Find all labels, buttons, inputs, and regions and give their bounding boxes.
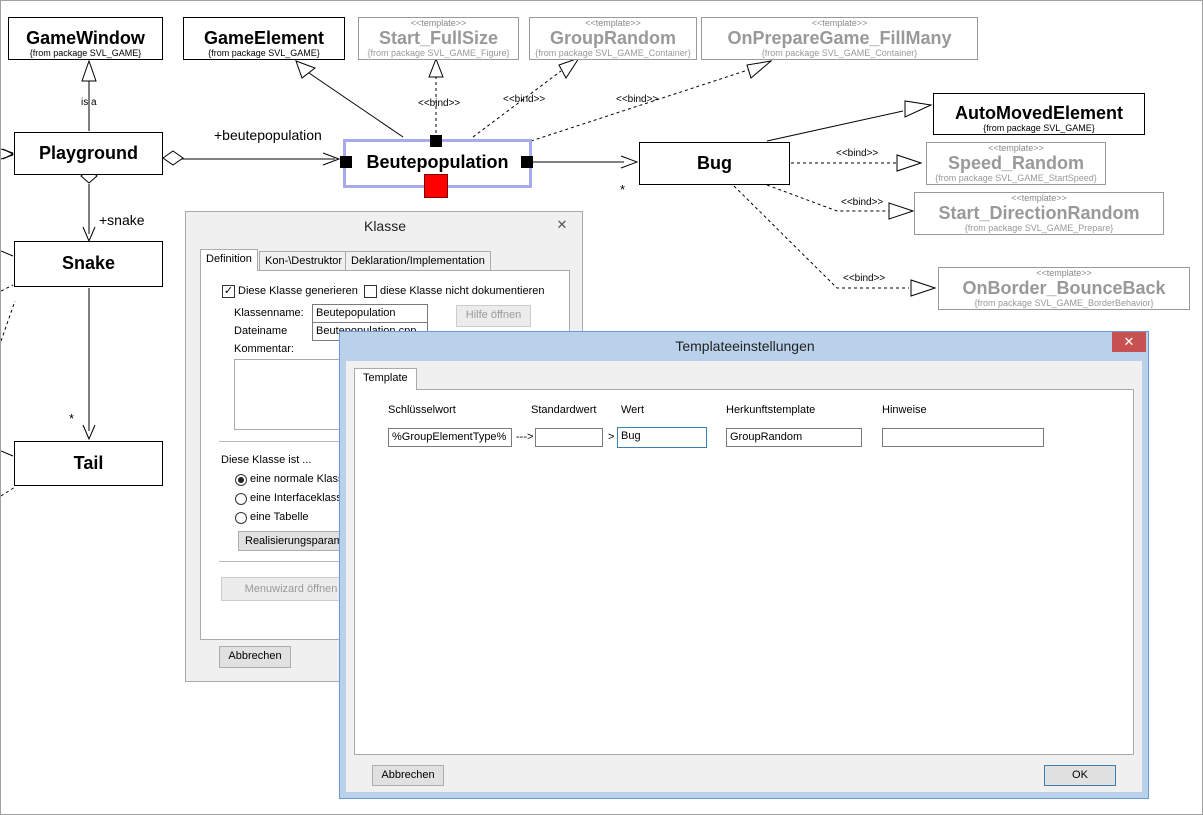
classname-input[interactable]: Beutepopulation [312, 304, 428, 323]
bind-label-fullsize: <<bind>> [418, 98, 461, 109]
generate-checkbox-label: Diese Klasse generieren [238, 285, 358, 297]
tab-template[interactable]: Template [354, 368, 417, 390]
klasse-cancel-button[interactable]: Abbrechen [219, 646, 291, 668]
resize-handle-bottom-active[interactable] [424, 174, 448, 198]
col-keyword: Schlüsselwort [388, 404, 456, 416]
kind-label: Diese Klasse ist ... [221, 454, 312, 466]
edge-bind-grouprandom [472, 70, 562, 138]
template-dialog-client: Template Schlüsselwort Standardwert Wert… [346, 361, 1142, 792]
radio-normal-class[interactable] [235, 474, 247, 486]
template-cancel-button[interactable]: Abbrechen [372, 765, 444, 786]
klasse-close-button[interactable]: ✕ [556, 217, 568, 232]
col-origin: Herkunftstemplate [726, 404, 816, 416]
origin-template-input[interactable]: GroupRandom [726, 428, 862, 447]
bind-label-direction: <<bind>> [841, 197, 884, 208]
class-tail[interactable]: Tail [14, 441, 163, 486]
class-gamewindow[interactable]: GameWindow {from package SVL_GAME} [8, 17, 163, 60]
template-settings-dialog[interactable]: Templateeinstellungen ✕ Template Schlüss… [339, 331, 1149, 799]
class-gameelement[interactable]: GameElement {from package SVL_GAME} [183, 17, 345, 60]
classname-label: Klassenname: [234, 307, 304, 319]
template-tab-panel: Schlüsselwort Standardwert Wert Herkunft… [354, 389, 1134, 755]
is-a-label: is a [81, 97, 97, 108]
radio-normal-class-label: eine normale Klasse [250, 473, 350, 485]
radio-interface-class-label: eine Interfaceklasse [250, 492, 348, 504]
class-snake[interactable]: Snake [14, 241, 163, 287]
multiplicity-tail: * [69, 411, 75, 426]
bind-label-speed: <<bind>> [836, 148, 879, 159]
default-value-input[interactable] [535, 428, 603, 447]
tab-kon-destruktor[interactable]: Kon-\Destruktor [259, 251, 349, 271]
resize-handle-right[interactable] [521, 156, 533, 168]
class-start-fullsize[interactable]: <<template>> Start_FullSize {from packag… [358, 17, 519, 60]
bind-label-grouprandom: <<bind>> [503, 94, 546, 105]
class-start-directionrandom[interactable]: <<template>> Start_DirectionRandom {from… [914, 192, 1164, 235]
edge-bind-direction [766, 184, 891, 212]
resize-handle-top[interactable] [430, 135, 442, 147]
multiplicity-bug: * [620, 182, 626, 197]
arrow-default-value: > [608, 431, 615, 443]
edge-bind-onprepare [530, 68, 752, 142]
filename-label: Dateiname [234, 325, 288, 337]
template-dialog-title: Templateeinstellungen [675, 338, 815, 354]
help-button[interactable]: Hilfe öffnen [456, 305, 531, 327]
nodoc-checkbox[interactable] [364, 285, 377, 298]
class-automovedelement[interactable]: AutoMovedElement {from package SVL_GAME} [933, 93, 1145, 135]
col-default: Standardwert [531, 404, 597, 416]
edge-beute-gameelement [308, 72, 404, 138]
klasse-dialog-title: Klasse [363, 218, 407, 234]
keyword-input[interactable]: %GroupElementType% [388, 428, 512, 447]
radio-table-label: eine Tabelle [250, 511, 309, 523]
radio-table[interactable] [235, 512, 247, 524]
edge-bind-bounce [733, 185, 909, 289]
comment-label: Kommentar: [234, 343, 294, 355]
tab-deklaration-implementation[interactable]: Deklaration/Implementation [345, 251, 491, 271]
bind-label-bounce: <<bind>> [843, 273, 886, 284]
arrow-keyword-default: ---> [516, 431, 534, 443]
resize-handle-left[interactable] [340, 156, 352, 168]
hints-input[interactable] [882, 428, 1044, 447]
template-close-button[interactable]: ✕ [1112, 332, 1146, 352]
beutepopulation-role-label: +beutepopulation [214, 127, 322, 143]
edge-bug-automoved [766, 110, 904, 142]
value-input[interactable]: Bug [617, 427, 707, 448]
generate-checkbox[interactable]: ✓ [222, 285, 235, 298]
tab-definition[interactable]: Definition [200, 249, 258, 271]
class-grouprandom[interactable]: <<template>> GroupRandom {from package S… [529, 17, 697, 60]
class-speed-random[interactable]: <<template>> Speed_Random {from package … [926, 142, 1106, 185]
col-value: Wert [621, 404, 645, 416]
nodoc-checkbox-label: diese Klasse nicht dokumentieren [380, 285, 545, 297]
bind-label-onprepare: <<bind>> [616, 94, 659, 105]
template-ok-button[interactable]: OK [1044, 765, 1116, 786]
class-onborder-bounceback[interactable]: <<template>> OnBorder_BounceBack {from p… [938, 267, 1190, 310]
generalization-arrowhead [81, 59, 97, 82]
class-playground[interactable]: Playground [14, 132, 163, 175]
radio-interface-class[interactable] [235, 493, 247, 505]
class-onpreparegame-fillmany[interactable]: <<template>> OnPrepareGame_FillMany {fro… [701, 17, 978, 60]
class-bug[interactable]: Bug [639, 142, 790, 185]
menuwizard-button[interactable]: Menuwizard öffnen [221, 577, 361, 601]
snake-role-label: +snake [99, 212, 145, 228]
col-hints: Hinweise [882, 404, 927, 416]
